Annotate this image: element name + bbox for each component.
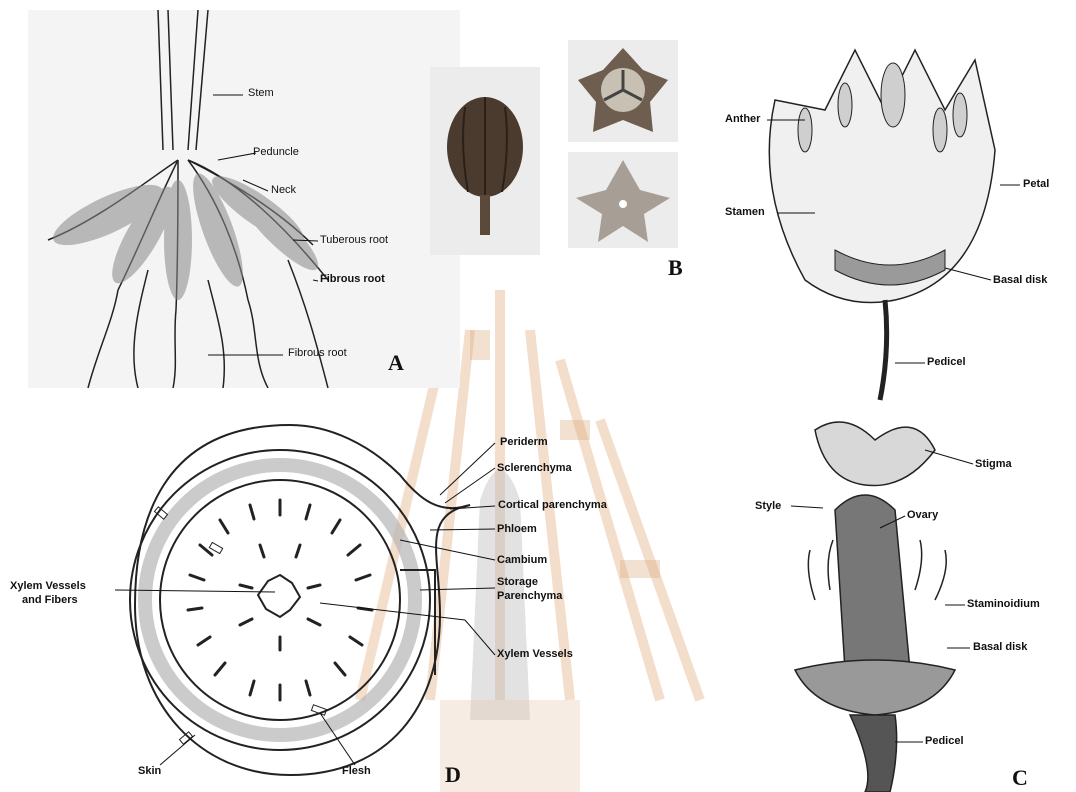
panel-letter-a: A — [388, 350, 404, 376]
label-phloem: Phloem — [497, 523, 537, 536]
label-periderm: Periderm — [500, 436, 548, 449]
cassava-root-drawing — [28, 10, 460, 388]
panel-letter-c: C — [1012, 765, 1028, 791]
root-cross-section — [0, 405, 700, 792]
panel-c: Anther Petal Stamen Basal disk Pedicel S… — [715, 30, 1076, 792]
label-stem: Stem — [248, 87, 274, 100]
label-peduncle: Peduncle — [253, 146, 299, 159]
label-stigma: Stigma — [975, 458, 1012, 471]
label-flesh: Flesh — [342, 765, 371, 778]
label-sclerenchyma: Sclerenchyma — [497, 462, 572, 475]
label-petal: Petal — [1023, 178, 1049, 191]
label-anther: Anther — [725, 113, 760, 126]
label-skin: Skin — [138, 765, 161, 778]
label-staminoidium: Staminoidium — [967, 598, 1040, 611]
panel-a: Stem Peduncle Neck Tuberous root Fibrous… — [28, 10, 460, 388]
label-xylem-vessels-fibers-2: and Fibers — [22, 594, 78, 607]
label-style: Style — [755, 500, 781, 513]
label-ovary: Ovary — [907, 509, 938, 522]
label-neck: Neck — [271, 184, 296, 197]
label-cortical-parenchyma: Cortical parenchyma — [498, 499, 607, 512]
label-cambium: Cambium — [497, 554, 547, 567]
label-storage-parenchyma-1: Storage — [497, 576, 538, 589]
label-xylem-vessels-fibers-1: Xylem Vessels — [10, 580, 86, 593]
label-basal-disk-1: Basal disk — [993, 274, 1047, 287]
panel-b — [430, 40, 680, 255]
label-pedicel-2: Pedicel — [925, 735, 964, 748]
label-fibrous-root-1: Fibrous root — [320, 273, 385, 286]
photo-fruit-side — [430, 67, 540, 255]
panel-d: Periderm Sclerenchyma Cortical parenchym… — [0, 405, 700, 792]
photo-fruit-bottom — [568, 152, 678, 248]
photo-fruit-cross-section — [568, 40, 678, 142]
label-basal-disk-2: Basal disk — [973, 641, 1027, 654]
panel-letter-b: B — [668, 255, 683, 281]
flower-drawings — [715, 30, 1076, 792]
label-fibrous-root-2: Fibrous root — [288, 347, 347, 360]
panel-letter-d: D — [445, 762, 461, 788]
label-storage-parenchyma-2: Parenchyma — [497, 590, 562, 603]
label-stamen: Stamen — [725, 206, 765, 219]
label-pedicel-1: Pedicel — [927, 356, 966, 369]
label-tuberous-root: Tuberous root — [320, 234, 388, 247]
label-xylem-vessels: Xylem Vessels — [497, 648, 573, 661]
